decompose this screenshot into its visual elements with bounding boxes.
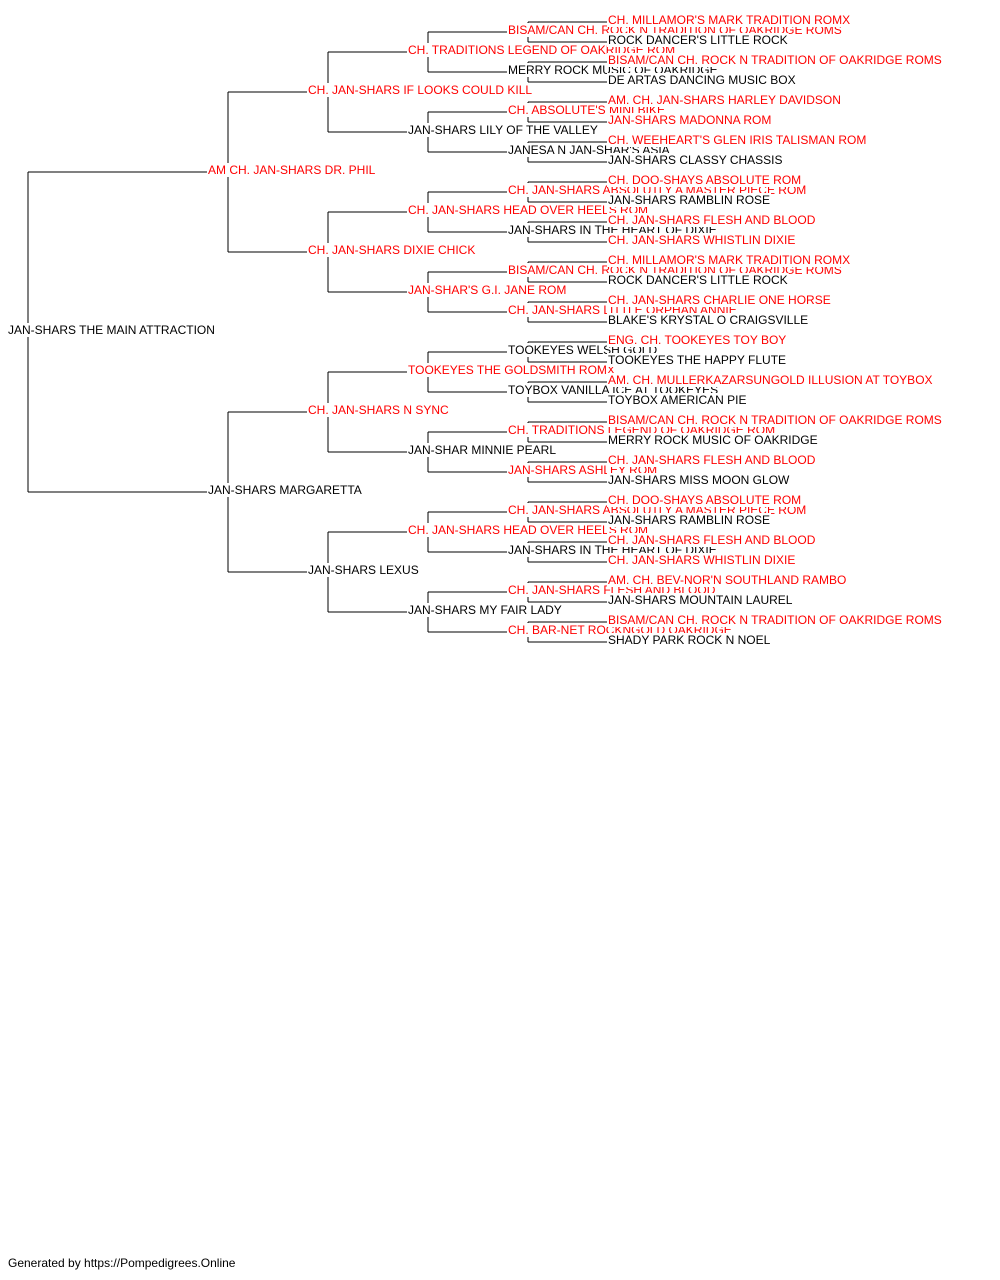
label-backing bbox=[607, 193, 772, 207]
dog-name-gen2: CH. JAN-SHARS IF LOOKS COULD KILL bbox=[308, 83, 532, 97]
dog-name-gen5: TOOKEYES THE HAPPY FLUTE bbox=[608, 353, 786, 367]
label-backing bbox=[607, 173, 803, 187]
dog-name-gen5: JAN-SHARS RAMBLIN ROSE bbox=[608, 193, 770, 207]
dog-name-gen1: AM CH. JAN-SHARS DR. PHIL bbox=[208, 163, 376, 177]
label-backing bbox=[607, 433, 819, 447]
dog-name-gen5: BISAM/CAN CH. ROCK N TRADITION OF OAKRID… bbox=[608, 613, 942, 627]
dog-name-gen2: CH. JAN-SHARS DIXIE CHICK bbox=[308, 243, 475, 257]
dog-name-gen5: CH. JAN-SHARS FLESH AND BLOOD bbox=[608, 533, 816, 547]
label-backing bbox=[607, 513, 772, 527]
dog-name-gen5: CH. WEEHEART'S GLEN IRIS TALISMAN ROM bbox=[608, 133, 866, 147]
dog-name-gen3: TOOKEYES THE GOLDSMITH ROMX bbox=[408, 363, 615, 377]
label-backing bbox=[407, 283, 568, 297]
dog-name-gen5: MERRY ROCK MUSIC OF OAKRIDGE bbox=[608, 433, 818, 447]
label-backing bbox=[607, 393, 748, 407]
label-backing bbox=[607, 33, 789, 47]
dog-name-gen5: ROCK DANCER'S LITTLE ROCK bbox=[608, 273, 788, 287]
label-backing bbox=[607, 473, 792, 487]
dog-name-gen5: CH. JAN-SHARS FLESH AND BLOOD bbox=[608, 213, 816, 227]
label-backing bbox=[607, 413, 943, 427]
label-backing bbox=[607, 13, 852, 27]
dog-names: JAN-SHARS THE MAIN ATTRACTION AM CH. JAN-… bbox=[7, 13, 943, 647]
dog-name-gen5: CH. DOO-SHAYS ABSOLUTE ROM bbox=[608, 493, 801, 507]
dog-name-gen5: JAN-SHARS MOUNTAIN LAUREL bbox=[608, 593, 793, 607]
generated-by-footer: Generated by https://Pompedigrees.Online bbox=[8, 1256, 236, 1270]
label-backing bbox=[407, 203, 650, 217]
label-backing bbox=[307, 243, 477, 257]
dog-name-gen3: CH. JAN-SHARS HEAD OVER HEELS ROM bbox=[408, 203, 648, 217]
dog-name-gen3: JAN-SHAR'S G.I. JANE ROM bbox=[408, 283, 566, 297]
label-backing bbox=[307, 403, 451, 417]
dog-name-gen5: JAN-SHARS MADONNA ROM bbox=[608, 113, 771, 127]
dog-name-gen2: CH. JAN-SHARS N SYNC bbox=[308, 403, 449, 417]
dog-name-gen5: ENG. CH. TOOKEYES TOY BOY bbox=[608, 333, 786, 347]
dog-name-gen5: CH. JAN-SHARS FLESH AND BLOOD bbox=[608, 453, 816, 467]
dog-name-gen5: CH. JAN-SHARS WHISTLIN DIXIE bbox=[608, 233, 795, 247]
label-backing bbox=[607, 553, 797, 567]
label-backing bbox=[607, 233, 797, 247]
label-backing bbox=[607, 333, 788, 347]
label-backing bbox=[607, 273, 789, 287]
dog-name-gen5: CH. JAN-SHARS CHARLIE ONE HORSE bbox=[608, 293, 831, 307]
label-backing bbox=[407, 443, 558, 457]
label-backing bbox=[607, 113, 773, 127]
label-backing bbox=[607, 133, 868, 147]
dog-name-gen5: JAN-SHARS RAMBLIN ROSE bbox=[608, 513, 770, 527]
label-backing bbox=[607, 633, 772, 647]
dog-name-gen3: JAN-SHARS MY FAIR LADY bbox=[408, 603, 562, 617]
label-backing bbox=[607, 373, 934, 387]
dog-name-gen2: JAN-SHARS LEXUS bbox=[308, 563, 419, 577]
dog-name-gen5: AM. CH. BEV-NOR'N SOUTHLAND RAMBO bbox=[608, 573, 846, 587]
dog-name-gen5: CH. JAN-SHARS WHISTLIN DIXIE bbox=[608, 553, 795, 567]
dog-name-gen5: SHADY PARK ROCK N NOEL bbox=[608, 633, 771, 647]
label-backing bbox=[407, 363, 616, 377]
label-backing bbox=[607, 613, 943, 627]
label-backing bbox=[607, 53, 943, 67]
label-backing bbox=[607, 293, 832, 307]
dog-name-gen5: BISAM/CAN CH. ROCK N TRADITION OF OAKRID… bbox=[608, 53, 942, 67]
label-backing bbox=[607, 453, 817, 467]
label-backing bbox=[407, 603, 563, 617]
label-backing bbox=[607, 73, 797, 87]
dog-name-gen5: BLAKE'S KRYSTAL O CRAIGSVILLE bbox=[608, 313, 808, 327]
dog-name-gen5: TOYBOX AMERICAN PIE bbox=[608, 393, 746, 407]
label-backing bbox=[307, 83, 534, 97]
label-backing bbox=[207, 483, 363, 497]
label-backing bbox=[607, 153, 784, 167]
dog-name-gen3: JAN-SHAR MINNIE PEARL bbox=[408, 443, 556, 457]
dog-name-gen5: JAN-SHARS CLASSY CHASSIS bbox=[608, 153, 783, 167]
dog-name-gen5: CH. MILLAMOR'S MARK TRADITION ROMX bbox=[608, 13, 850, 27]
label-backing bbox=[207, 163, 377, 177]
label-backing bbox=[607, 573, 848, 587]
label-backing bbox=[407, 523, 650, 537]
dog-name-gen5: AM. CH. MULLERKAZARSUNGOLD ILLUSION AT T… bbox=[608, 373, 933, 387]
label-backing bbox=[607, 213, 817, 227]
dog-name-gen5: JAN-SHARS MISS MOON GLOW bbox=[608, 473, 790, 487]
dog-name-gen5: CH. DOO-SHAYS ABSOLUTE ROM bbox=[608, 173, 801, 187]
dog-name-gen3: JAN-SHARS LILY OF THE VALLEY bbox=[408, 123, 598, 137]
label-backing bbox=[407, 123, 599, 137]
dog-name-gen0: JAN-SHARS THE MAIN ATTRACTION bbox=[8, 323, 215, 337]
dog-name-gen5: AM. CH. JAN-SHARS HARLEY DAVIDSON bbox=[608, 93, 841, 107]
label-backing bbox=[607, 493, 803, 507]
label-backing bbox=[607, 533, 817, 547]
pedigree-tree: JAN-SHARS THE MAIN ATTRACTION AM CH. JAN-… bbox=[7, 13, 943, 647]
label-backing bbox=[607, 93, 842, 107]
dog-name-gen1: JAN-SHARS MARGARETTA bbox=[208, 483, 362, 497]
label-backing bbox=[607, 593, 794, 607]
label-backing bbox=[607, 253, 852, 267]
dog-name-gen5: BISAM/CAN CH. ROCK N TRADITION OF OAKRID… bbox=[608, 413, 942, 427]
dog-name-gen5: DE ARTAS DANCING MUSIC BOX bbox=[608, 73, 796, 87]
label-backing bbox=[607, 313, 810, 327]
dog-name-gen5: CH. MILLAMOR'S MARK TRADITION ROMX bbox=[608, 253, 850, 267]
label-backing bbox=[607, 353, 788, 367]
label-backing bbox=[307, 563, 420, 577]
label-backing bbox=[7, 323, 216, 337]
dog-name-gen5: ROCK DANCER'S LITTLE ROCK bbox=[608, 33, 788, 47]
dog-name-gen3: CH. JAN-SHARS HEAD OVER HEELS ROM bbox=[408, 523, 648, 537]
